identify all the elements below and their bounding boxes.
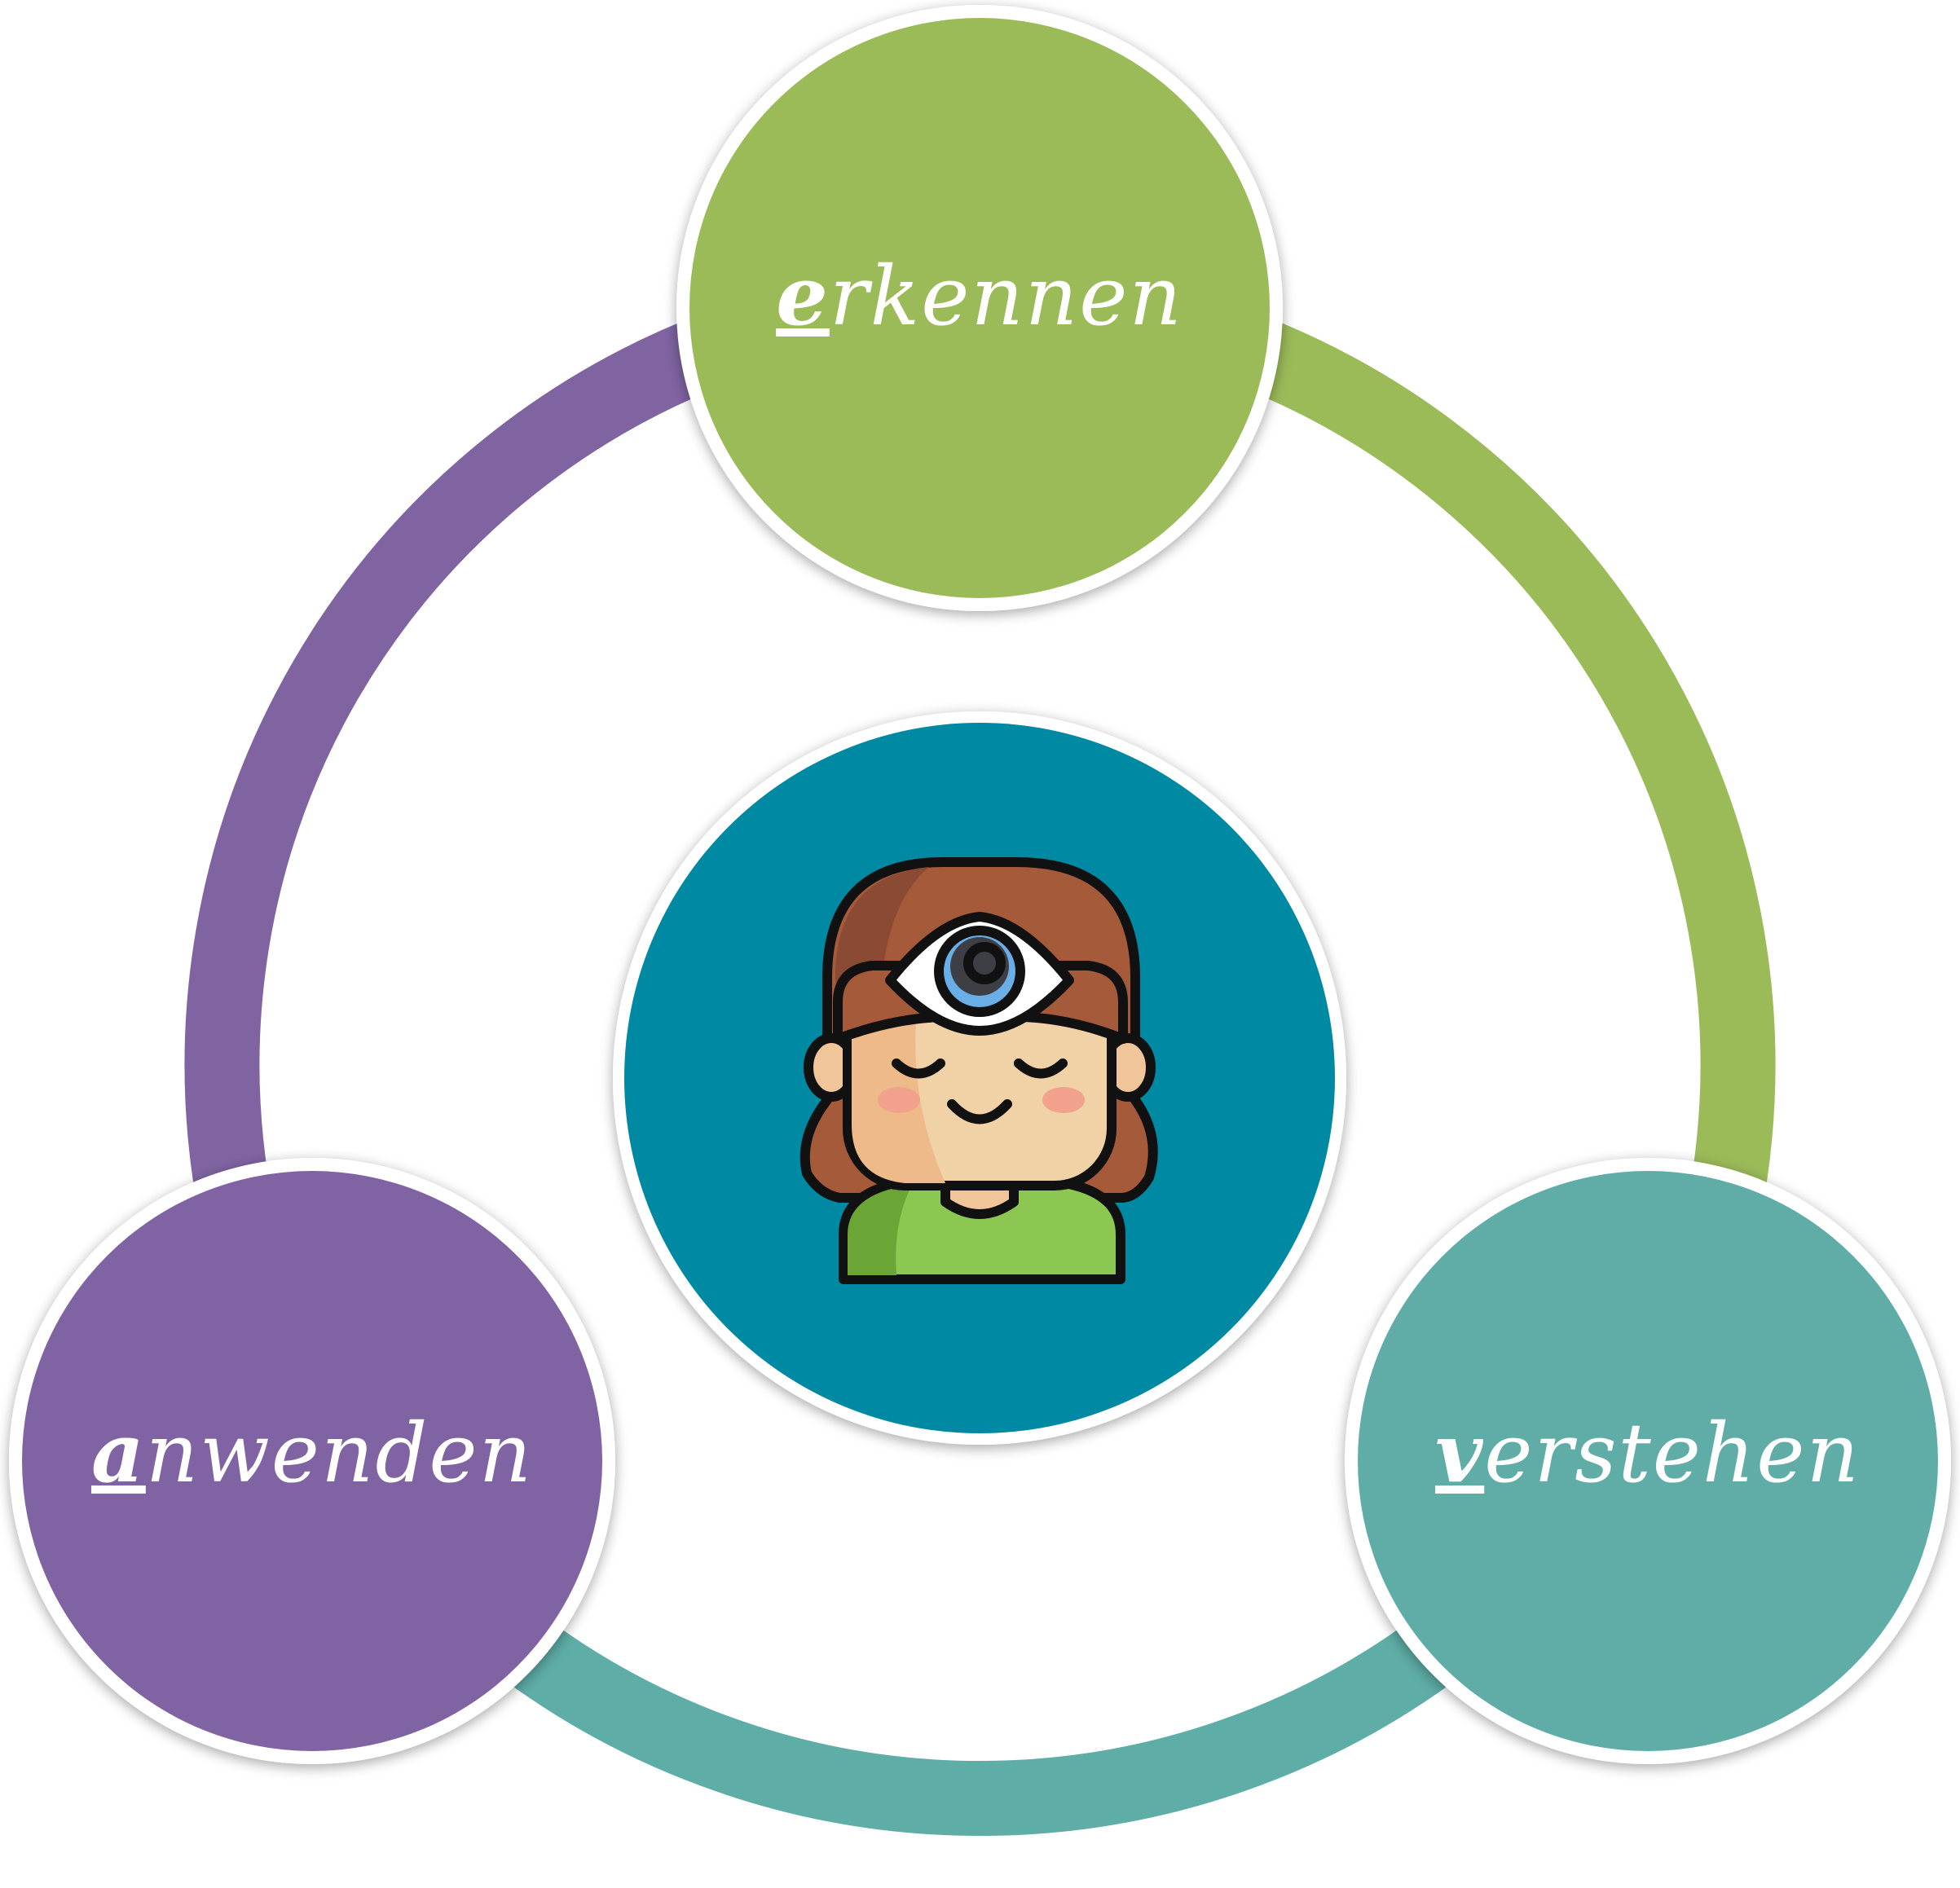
- ring-arc-green: [1231, 314, 1776, 1185]
- node-erkennen-label: erkennen: [776, 248, 1183, 344]
- cycle-ring: [184, 314, 1776, 1836]
- node-verstehen: [1345, 1158, 1951, 1764]
- node-anwenden-label: anwenden: [91, 1405, 533, 1501]
- node-erkennen: [676, 5, 1283, 611]
- node-anwenden: [9, 1158, 615, 1764]
- meditating-girl-with-third-eye-icon: [799, 857, 1158, 1284]
- node-verstehen-label: verstehen: [1435, 1405, 1861, 1501]
- ring-arc-purple: [184, 314, 729, 1185]
- ring-arc-teal: [469, 1595, 1491, 1836]
